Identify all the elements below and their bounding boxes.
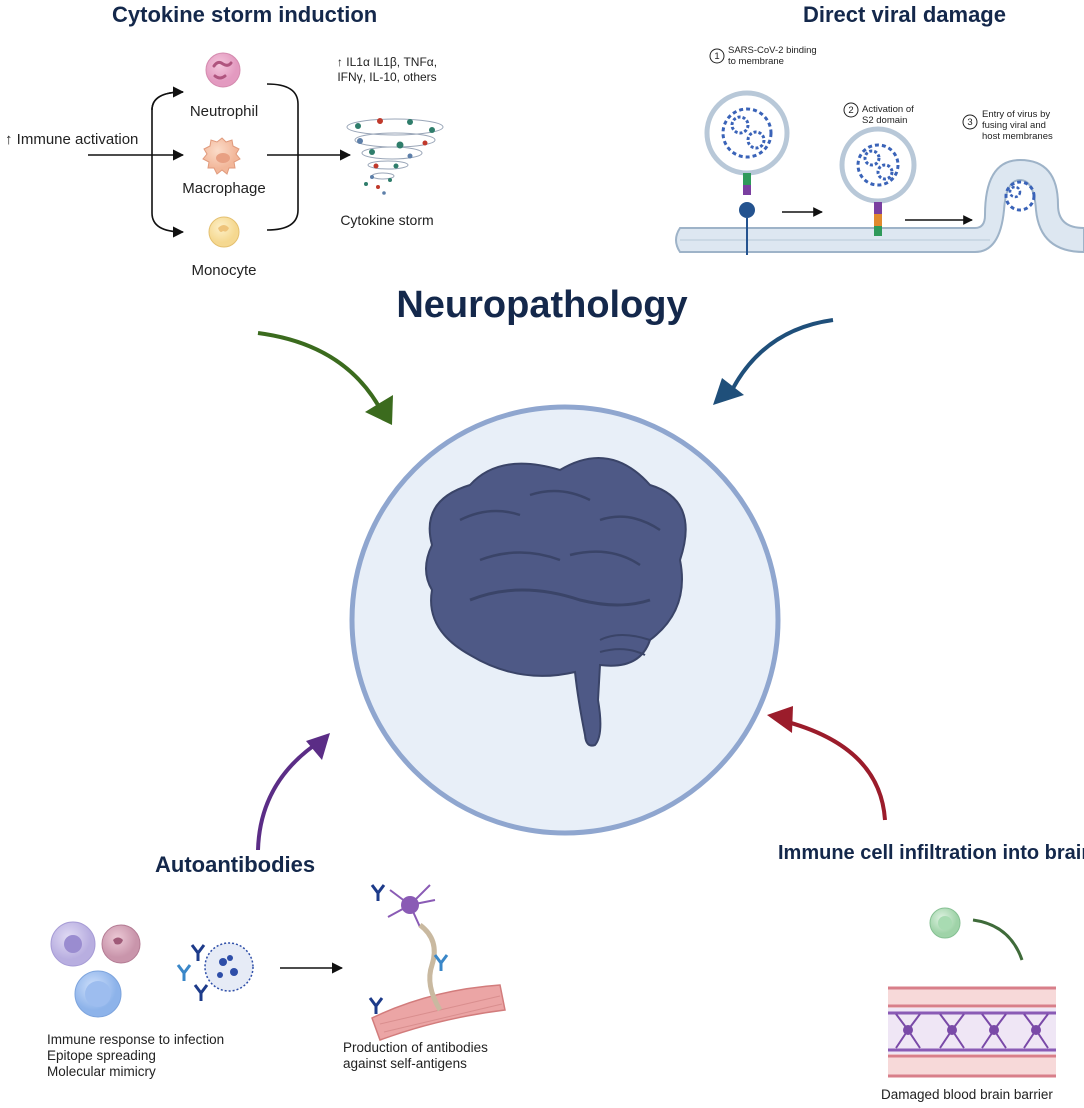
autoantibodies-right-line-1: Production of antibodies — [343, 1040, 488, 1055]
lavender-cell-icon — [50, 921, 96, 967]
bracket-left-top — [151, 86, 185, 111]
macrophage-icon — [202, 137, 241, 175]
cytokine-panel — [88, 52, 444, 248]
virus-2-icon — [839, 126, 917, 236]
arrow-green — [257, 331, 387, 419]
virus-1-icon — [704, 90, 790, 255]
brain-icon — [425, 457, 687, 747]
blue-cell-icon — [74, 970, 122, 1018]
page-title: Neuropathology — [396, 284, 688, 326]
autoantibodies-left-line-3: Molecular mimicry — [47, 1064, 156, 1079]
immune-activation-label: ↑ Immune activation — [5, 131, 139, 148]
macrophage-label: Macrophage — [182, 180, 266, 197]
neuron-vessel-icon — [368, 884, 506, 1041]
step-1-text: SARS-CoV-2 binding to membrane — [728, 45, 817, 67]
step-3-circle — [962, 114, 978, 130]
rose-cell-icon — [101, 924, 141, 964]
cytokine-storm-icon — [346, 118, 444, 195]
autoantibodies-right-label: Production of antibodies against self-an… — [343, 1040, 488, 1072]
autoantibodies-right-line-2: against self-antigens — [343, 1056, 467, 1071]
virus-3-icon — [1004, 180, 1036, 212]
step-2-number: 2 — [848, 105, 854, 116]
viral-panel — [675, 48, 1084, 255]
bbb-label: Damaged blood brain barrier — [881, 1087, 1053, 1102]
blood-brain-barrier-icon — [888, 986, 1056, 1078]
neutrophil-label: Neutrophil — [189, 103, 259, 120]
arrow-purple — [256, 738, 324, 851]
immune-cell-icon — [929, 907, 961, 939]
infiltration-panel — [888, 907, 1056, 1078]
cytokine-heading: Cytokine storm induction — [112, 2, 378, 27]
step-1-circle — [709, 48, 725, 64]
autoantibodies-panel — [50, 884, 506, 1041]
autoantibodies-left-line-1: Immune response to infection — [47, 1032, 225, 1047]
bracket-right — [266, 83, 299, 231]
step-3-text: Entry of virus by fusing viral and host … — [982, 109, 1053, 142]
host-membrane — [675, 158, 1084, 254]
infiltration-heading: Immune cell infiltration into brain — [778, 842, 1084, 864]
infiltration-path — [972, 918, 1024, 961]
autoantibodies-heading: Autoantibodies — [155, 852, 316, 877]
arrow-blue — [726, 318, 834, 399]
monocyte-label: Monocyte — [191, 262, 257, 279]
step-2-text: Activation of S2 domain — [862, 104, 914, 126]
step-1-number: 1 — [714, 51, 720, 62]
cytokines-label: ↑ IL1α IL1β, TNFα, IFNγ, IL-10, others — [336, 55, 438, 84]
arrow-red — [779, 718, 887, 821]
step-2-circle — [843, 102, 859, 118]
monocyte-icon — [208, 216, 240, 248]
antibody-virus-icon — [176, 942, 254, 1001]
neutrophil-icon — [205, 52, 241, 88]
autoantibodies-left-label: Immune response to infection Epitope spr… — [47, 1032, 224, 1080]
autoantibodies-left-line-2: Epitope spreading — [47, 1048, 156, 1063]
step-3-number: 3 — [967, 117, 973, 128]
cytokine-storm-label: Cytokine storm — [340, 212, 434, 228]
viral-heading: Direct viral damage — [803, 2, 1006, 27]
